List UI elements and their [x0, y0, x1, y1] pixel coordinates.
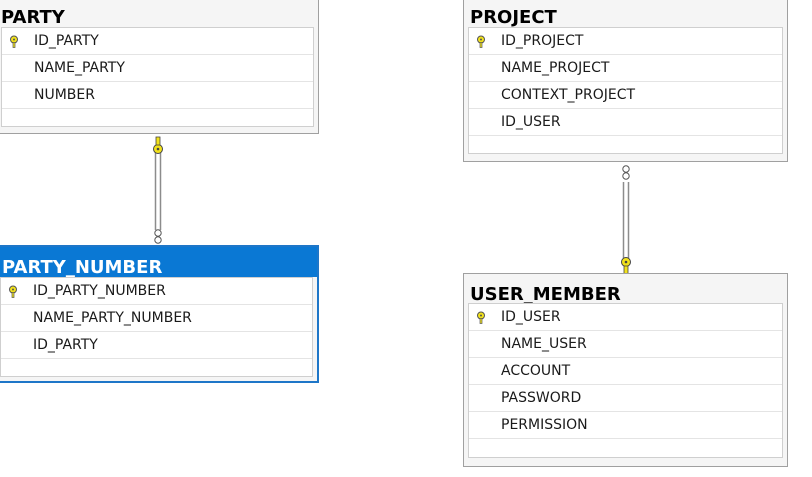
column-grid: ID_PROJECT NAME_PROJECT CONTEXT_PROJECT … [468, 27, 783, 154]
primary-key-icon [477, 311, 485, 324]
table-row[interactable]: ID_PROJECT [469, 28, 782, 55]
column-name: ID_PARTY [33, 337, 98, 353]
table-row[interactable]: NAME_PROJECT [469, 55, 782, 82]
table-row[interactable]: PERMISSION [469, 412, 782, 439]
table-user-member[interactable]: USER_MEMBER ID_USER NAME_USER ACCOUNT PA… [463, 273, 788, 467]
column-grid: ID_PARTY NAME_PARTY NUMBER [1, 27, 314, 127]
column-name: NUMBER [34, 87, 95, 103]
column-name: NAME_PARTY [34, 60, 125, 76]
table-row[interactable]: NAME_USER [469, 331, 782, 358]
column-grid: ID_PARTY_NUMBER NAME_PARTY_NUMBER ID_PAR… [0, 277, 313, 377]
table-row[interactable]: CONTEXT_PROJECT [469, 82, 782, 109]
primary-key-icon [477, 35, 485, 48]
column-grid: ID_USER NAME_USER ACCOUNT PASSWORD PERMI… [468, 303, 783, 458]
relationship-project-user-member[interactable] [621, 165, 631, 275]
table-party-number[interactable]: PARTY_NUMBER ID_PARTY_NUMBER NAME_PARTY_… [0, 245, 319, 383]
column-name: NAME_PROJECT [501, 60, 610, 76]
primary-key-icon [10, 35, 18, 48]
table-project[interactable]: PROJECT ID_PROJECT NAME_PROJECT CONTEXT_… [463, 0, 788, 162]
table-row[interactable]: ID_USER [469, 109, 782, 136]
column-name: NAME_PARTY_NUMBER [33, 310, 192, 326]
relationship-party-party-number[interactable] [153, 136, 163, 244]
table-title: PROJECT [470, 7, 557, 28]
table-row[interactable]: ID_USER [469, 304, 782, 331]
table-row[interactable]: ID_PARTY [1, 332, 312, 359]
column-name: ID_PROJECT [501, 33, 584, 49]
column-name: ID_USER [501, 309, 561, 325]
table-row[interactable]: NAME_PARTY_NUMBER [1, 305, 312, 332]
table-party[interactable]: PARTY ID_PARTY NAME_PARTY NUMBER [0, 0, 319, 134]
table-title: PARTY_NUMBER [2, 257, 163, 278]
column-name: PERMISSION [501, 417, 588, 433]
column-name: PASSWORD [501, 390, 582, 406]
column-name: CONTEXT_PROJECT [501, 87, 636, 103]
table-row[interactable]: NAME_PARTY [2, 55, 313, 82]
primary-key-icon [9, 285, 17, 298]
table-row[interactable]: ID_PARTY [2, 28, 313, 55]
table-row[interactable]: NUMBER [2, 82, 313, 109]
relationship-key-end-icon [153, 136, 163, 154]
column-name: NAME_USER [501, 336, 587, 352]
table-row[interactable]: PASSWORD [469, 385, 782, 412]
column-name: ACCOUNT [501, 363, 571, 379]
column-name: ID_USER [501, 114, 561, 130]
table-title: PARTY [1, 7, 65, 28]
column-name: ID_PARTY_NUMBER [33, 283, 166, 299]
relationship-many-end-icon [622, 165, 630, 180]
table-row[interactable]: ACCOUNT [469, 358, 782, 385]
table-row[interactable]: ID_PARTY_NUMBER [1, 278, 312, 305]
column-name: ID_PARTY [34, 33, 99, 49]
relationship-key-end-icon [621, 257, 631, 275]
table-title: USER_MEMBER [470, 284, 621, 305]
relationship-many-end-icon [154, 229, 162, 244]
selection-title-bar [0, 247, 317, 277]
